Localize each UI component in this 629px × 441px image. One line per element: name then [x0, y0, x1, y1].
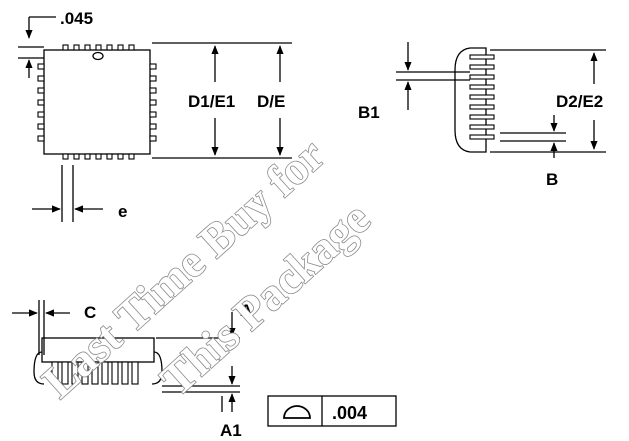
lead [84, 44, 91, 51]
lead [111, 361, 119, 385]
lead [106, 44, 113, 51]
lead [469, 114, 495, 120]
lead [131, 361, 139, 385]
right-j-lead [151, 351, 163, 385]
lead [469, 54, 495, 60]
lead [37, 111, 45, 118]
label-lead-thickness: C [84, 303, 96, 322]
lead [469, 64, 495, 70]
lead [469, 124, 495, 130]
lead [37, 135, 45, 142]
lead [37, 75, 45, 82]
lead [469, 104, 495, 110]
lead [121, 361, 129, 385]
lead [61, 361, 69, 385]
lead [149, 75, 157, 82]
label-body-size: D1/E1 [188, 92, 235, 111]
label-row-spacing: D2/E2 [556, 92, 603, 111]
pin1-marker [92, 51, 104, 61]
front-view [12, 300, 397, 427]
lead [95, 44, 102, 51]
side-leads [469, 54, 495, 140]
label-lead-width: B [546, 170, 558, 189]
left-leads [37, 63, 45, 142]
lead [469, 94, 495, 100]
label-pitch: e [118, 202, 127, 221]
lead [84, 153, 91, 160]
lead [73, 44, 80, 51]
lead [149, 111, 157, 118]
lead [106, 153, 113, 160]
top-leads [62, 44, 135, 51]
lead [149, 87, 157, 94]
lead [469, 134, 495, 140]
front-leads [51, 361, 139, 385]
lead [149, 99, 157, 106]
profile-surface-icon [283, 405, 311, 419]
lead [117, 44, 124, 51]
lead [101, 361, 109, 385]
lead [62, 44, 69, 51]
lead [149, 135, 157, 142]
lead [37, 99, 45, 106]
top-view-body [43, 49, 151, 155]
label-lead-height: B1 [358, 103, 380, 122]
lead [81, 361, 89, 385]
lead [73, 153, 80, 160]
lead [128, 44, 135, 51]
lead [469, 74, 495, 80]
front-view-body [41, 337, 155, 363]
side-view [396, 42, 606, 158]
label-flatness: .004 [332, 403, 367, 423]
lead [469, 84, 495, 90]
lead [37, 87, 45, 94]
label-standoff: A1 [220, 421, 242, 440]
lead [91, 361, 99, 385]
label-overall-size: D/E [257, 92, 285, 111]
lead [128, 153, 135, 160]
lead [149, 63, 157, 70]
lead [37, 63, 45, 70]
bottom-leads [62, 153, 135, 160]
flatness-frame [267, 395, 397, 427]
label-pin1-offset: .045 [60, 9, 93, 28]
top-view [18, 16, 292, 222]
lead [37, 123, 45, 130]
left-j-lead [33, 351, 45, 385]
label-height: A [240, 301, 252, 320]
lead [62, 153, 69, 160]
lead [71, 361, 79, 385]
lead [95, 153, 102, 160]
right-leads [149, 63, 157, 142]
lead [51, 361, 59, 385]
lead [117, 153, 124, 160]
lead [149, 123, 157, 130]
